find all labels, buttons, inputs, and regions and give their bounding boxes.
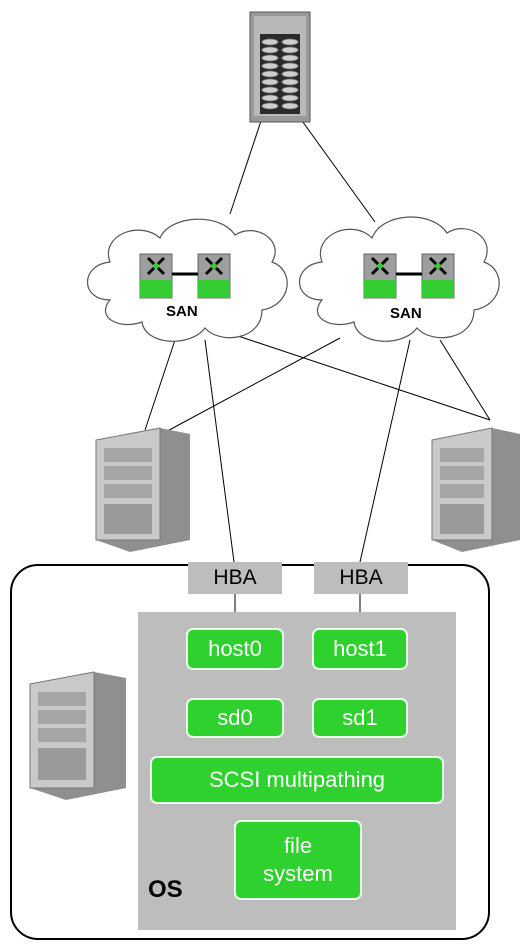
link-san-right-hba-right [359,339,411,563]
file-system-line1: file [283,833,313,858]
link-san-right-server-left [159,337,341,436]
switch-icon [197,253,231,299]
san-cloud-left [86,218,288,342]
scsi-multipathing-box: SCSI multipathing [150,756,444,804]
link-san-left-server-right [234,334,491,421]
switch-icon [139,253,173,299]
san-label-right: SAN [390,305,422,322]
storage-array-icon [249,11,311,123]
host0-box: host0 [186,628,284,670]
hba-right: HBA [314,562,408,594]
sd0-box: sd0 [186,698,284,738]
server-icon [29,671,126,800]
link-san-left-server-left [144,339,176,431]
server-icon [431,427,520,552]
san-label-left: SAN [166,303,198,320]
sd1-box: sd1 [312,698,408,738]
server-icon [95,427,190,552]
os-label: OS [148,876,183,903]
san-cloud-right [298,216,500,342]
link-san-right-server-right [439,339,491,421]
switch-icon [363,253,397,299]
file-system-box: file system [234,820,362,900]
link-san-left-hba-left [204,339,235,563]
link-storage-san-right [299,117,376,223]
hba-left: HBA [188,562,282,594]
file-system-line2: system [263,861,333,886]
link-storage-san-left [229,117,263,215]
host1-box: host1 [312,628,408,670]
switch-icon [421,253,455,299]
